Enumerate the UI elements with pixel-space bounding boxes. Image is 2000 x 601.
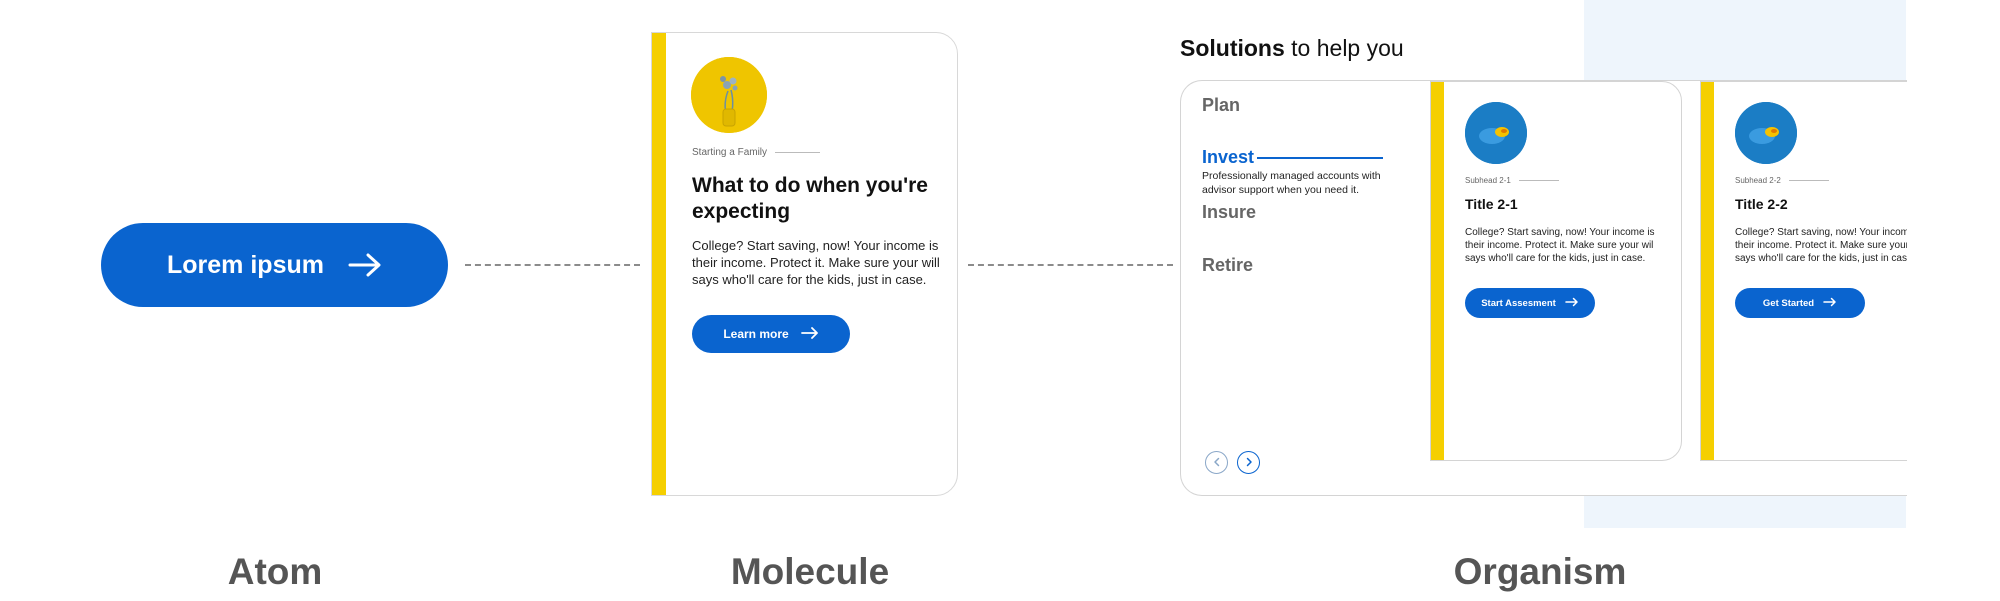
eyebrow-rule bbox=[1788, 180, 1829, 181]
atom-lorem-ipsum-button[interactable]: Lorem ipsum bbox=[101, 223, 448, 307]
flower-vase-image bbox=[691, 57, 767, 133]
card-body: College? Start saving, now! Your income … bbox=[1735, 227, 1907, 264]
organism-frame: Plan Invest Professionally managed accou… bbox=[1180, 80, 1907, 496]
solution-card: Subhead 2-2 Title 2-2 College? Start sav… bbox=[1700, 81, 1907, 461]
nav-item-invest[interactable]: Invest bbox=[1202, 147, 1255, 167]
nav-item-plan[interactable]: Plan bbox=[1202, 95, 1241, 115]
arrow-right-icon bbox=[1565, 297, 1579, 310]
solution-card: Subhead 2-1 Title 2-1 College? Start sav… bbox=[1430, 81, 1682, 461]
card-eyebrow-text: Subhead 2-2 bbox=[1735, 176, 1781, 185]
card-eyebrow: Subhead 2-1 bbox=[1465, 176, 1559, 185]
learn-more-label: Learn more bbox=[723, 327, 789, 341]
card-body: College? Start saving, now! Your income … bbox=[1465, 227, 1655, 264]
learn-more-button[interactable]: Learn more bbox=[692, 315, 850, 353]
piggy-bank-image bbox=[1465, 102, 1527, 164]
organism-heading: Solutions to help you bbox=[1180, 35, 1404, 62]
active-nav-underline bbox=[1257, 157, 1383, 159]
molecule-eyebrow-text: Starting a Family bbox=[692, 147, 768, 158]
organism-heading-rest: to help you bbox=[1284, 35, 1404, 61]
eyebrow-rule bbox=[775, 152, 821, 153]
molecule-title: What to do when you're expecting bbox=[692, 174, 928, 223]
atom-button-label: Lorem ipsum bbox=[167, 250, 324, 279]
card-title: Title 2-2 bbox=[1735, 196, 1788, 212]
chevron-left-icon bbox=[1212, 454, 1222, 472]
nav-item-insure[interactable]: Insure bbox=[1202, 202, 1257, 222]
carousel-prev-button[interactable] bbox=[1205, 451, 1228, 474]
arrow-right-icon bbox=[348, 253, 382, 277]
get-started-button[interactable]: Get Started bbox=[1735, 288, 1865, 318]
molecule-card: Starting a Family What to do when you're… bbox=[651, 32, 958, 496]
cta-label: Get Started bbox=[1762, 297, 1815, 309]
arrow-right-icon bbox=[1823, 297, 1837, 310]
arrow-right-icon bbox=[800, 326, 819, 342]
molecule-eyebrow: Starting a Family bbox=[692, 147, 821, 158]
connector-atom-molecule bbox=[465, 264, 640, 266]
card-title: Title 2-1 bbox=[1465, 196, 1518, 212]
piggy-bank-image bbox=[1735, 102, 1797, 164]
card-accent-bar bbox=[1701, 82, 1714, 460]
connector-molecule-organism bbox=[968, 264, 1173, 266]
card-eyebrow-text: Subhead 2-1 bbox=[1465, 176, 1511, 185]
molecule-caption: Molecule bbox=[730, 551, 890, 592]
nav-invest-description: Professionally managed accounts with adv… bbox=[1202, 170, 1381, 196]
start-assessment-button[interactable]: Start Assesment bbox=[1465, 288, 1595, 318]
card-accent-bar bbox=[1431, 82, 1444, 460]
cta-label: Start Assesment bbox=[1481, 297, 1556, 309]
organism-heading-bold: Solutions bbox=[1180, 35, 1285, 61]
organism-caption: Organism bbox=[1453, 551, 1627, 592]
atom-caption: Atom bbox=[227, 551, 323, 592]
carousel-next-button[interactable] bbox=[1237, 451, 1260, 474]
chevron-right-icon bbox=[1244, 454, 1254, 472]
molecule-body: College? Start saving, now! Your income … bbox=[692, 238, 940, 287]
eyebrow-rule bbox=[1518, 180, 1559, 181]
card-eyebrow: Subhead 2-2 bbox=[1735, 176, 1829, 185]
card-accent-bar bbox=[652, 33, 666, 495]
nav-item-retire[interactable]: Retire bbox=[1202, 255, 1254, 275]
